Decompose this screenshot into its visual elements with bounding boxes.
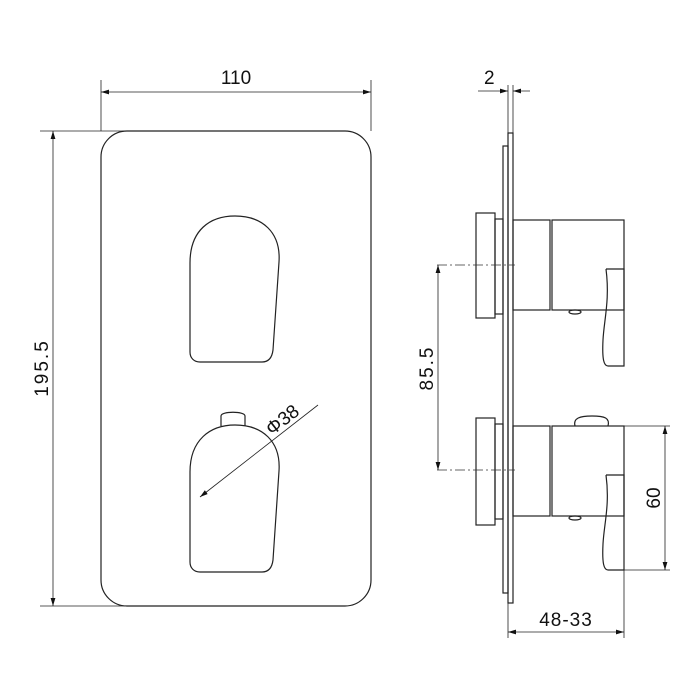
stop-button [220, 411, 246, 426]
lower-handle [189, 424, 280, 573]
side-plate [507, 132, 514, 604]
lower-body [551, 425, 625, 517]
spacing-label: 85.5 [417, 346, 438, 391]
height-label: 195.5 [32, 339, 53, 397]
lower-lever [602, 474, 625, 571]
width-label: 110 [221, 68, 251, 89]
upper-handle [189, 215, 280, 363]
diameter-label: Φ38 [262, 401, 304, 440]
diameter-leader [199, 404, 319, 498]
upper-flange [475, 212, 496, 319]
front-view: 110 195.5 Φ38 [32, 68, 372, 607]
lever-height-label: 60 [644, 487, 665, 508]
upper-body [551, 219, 625, 311]
projection-label: 48-33 [539, 610, 593, 631]
lower-flange [475, 417, 496, 526]
upper-lever [602, 268, 625, 367]
thickness-label: 2 [484, 68, 495, 89]
lower-stop-button [574, 415, 610, 427]
cover-plate [100, 130, 372, 607]
side-view: 85.5 2 60 48-33 [417, 68, 670, 638]
